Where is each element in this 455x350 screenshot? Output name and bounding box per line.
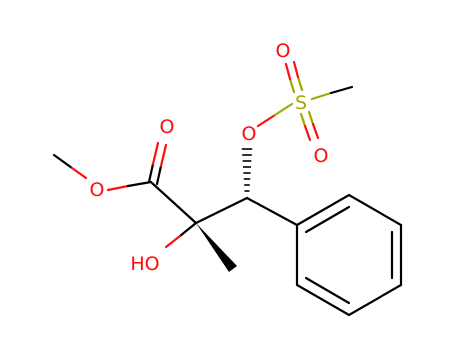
atom-label-sulfur: S xyxy=(295,92,307,114)
bond-carbonyl-double-2-red xyxy=(159,143,168,168)
bond-carbonyl-double-2 xyxy=(155,164,163,186)
bond-carbonyl-quaternary xyxy=(150,181,198,225)
wedge-methyl xyxy=(196,223,237,272)
bond-ester-o-carbonyl xyxy=(126,180,153,188)
bond-quaternary-stereocenter xyxy=(194,196,249,225)
atom-label-mesylate-o: O xyxy=(242,123,257,145)
atom-label-sulfonyl-o-bottom: O xyxy=(314,145,329,167)
bond-sulfonyl-top-1-yellow xyxy=(288,77,296,94)
bond-methyl-ester-o xyxy=(52,153,74,170)
bond-sulfur-methyl-yellow xyxy=(310,91,333,101)
atom-label-sulfonyl-o-top: O xyxy=(276,40,291,62)
phenyl-inner-bond-3 xyxy=(304,276,351,305)
bond-carbonyl-double-1-red xyxy=(151,141,160,166)
bond-sulfonyl-bottom-1-red xyxy=(303,124,312,142)
bond-sulfonyl-bottom-2-yellow xyxy=(307,110,315,126)
bond-sulfonyl-bottom-1-yellow xyxy=(299,112,307,128)
bond-sulfonyl-top-2-red xyxy=(292,60,300,79)
bond-sulfur-methyl xyxy=(329,85,354,95)
bond-sulfonyl-bottom-2-red xyxy=(311,122,320,140)
atom-label-ester-o: O xyxy=(90,179,105,201)
bond-carbonyl-double-1 xyxy=(147,162,155,184)
atom-label-hydroxyl: HO xyxy=(130,253,159,275)
bond-quaternary-hydroxyl-red xyxy=(164,234,182,249)
atom-label-carbonyl-o: O xyxy=(160,116,175,138)
hashed-bond-mesylate xyxy=(241,148,253,192)
bond-stereocenter-phenyl xyxy=(245,196,299,227)
bond-ester-o-carbonyl-red xyxy=(106,184,130,192)
bond-sulfonyl-top-1-red xyxy=(284,62,292,81)
bond-mesylate-o-sulfur-yellow xyxy=(273,102,294,117)
phenyl-inner-bond-1 xyxy=(304,205,351,234)
bond-quaternary-hydroxyl xyxy=(178,221,198,238)
bond-methyl-ester-o-red xyxy=(70,166,88,180)
bond-mesylate-o-sulfur-red xyxy=(256,113,277,128)
bond-sulfonyl-top-2-yellow xyxy=(296,75,304,92)
phenyl-ring xyxy=(295,193,403,317)
